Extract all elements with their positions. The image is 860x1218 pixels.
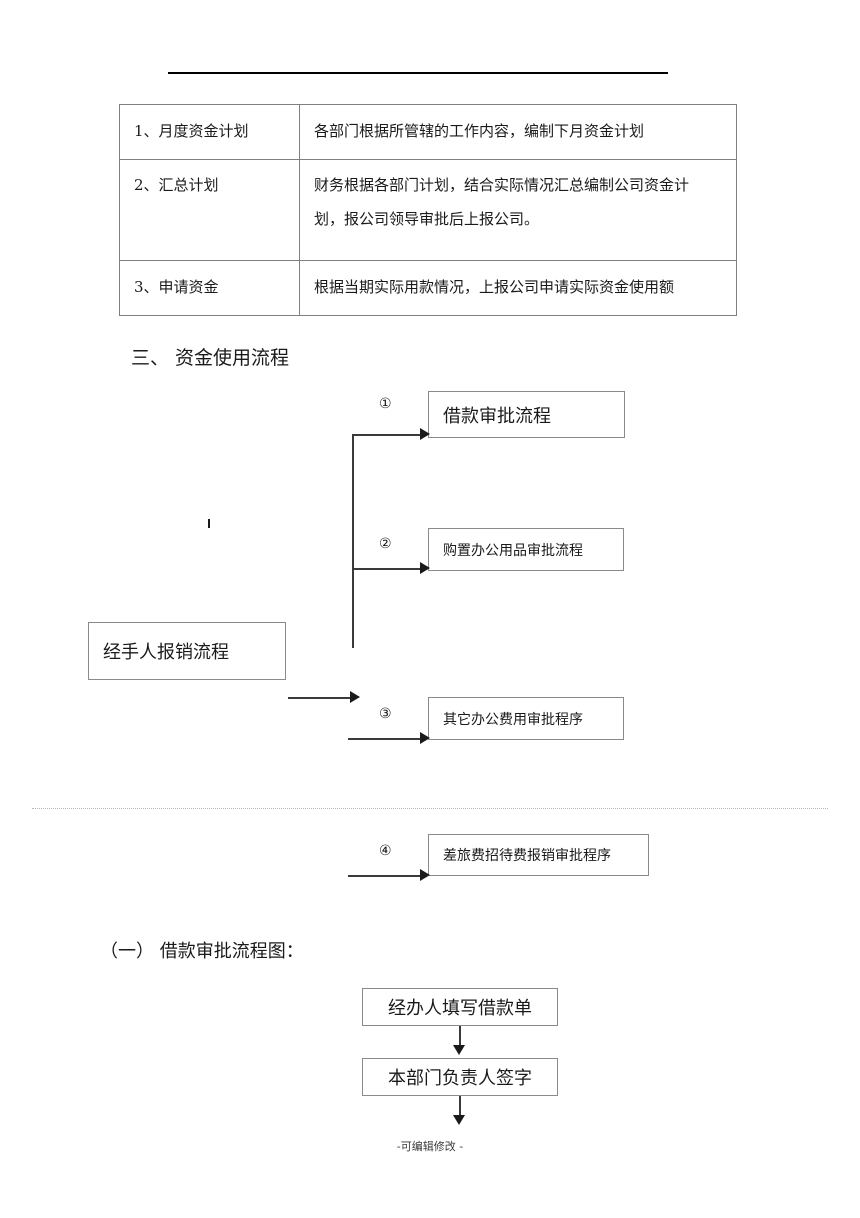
flow-box-step-department-head-signature: 本部门负责人签字 xyxy=(362,1058,558,1096)
table-row: 3、申请资金 根据当期实际用款情况，上报公司申请实际资金使用额 xyxy=(119,260,737,316)
marker-four: ④ xyxy=(379,843,392,859)
table-cell-label: 1、月度资金计划 xyxy=(119,104,300,160)
table-cell-content: 各部门根据所管辖的工作内容，编制下月资金计划 xyxy=(299,104,737,160)
connector-source-stub xyxy=(288,697,352,699)
page-break-separator xyxy=(32,808,828,809)
cell-text-line: 划，报公司领导审批后上报公司。 xyxy=(314,209,540,228)
marker-three: ③ xyxy=(379,706,392,722)
flow-box-other-office-expense-approval: 其它办公费用审批程序 xyxy=(428,697,624,740)
connector-trunk-vertical xyxy=(352,434,354,648)
cell-text-line: 各部门根据所管辖的工作内容，编制下月资金计划 xyxy=(314,122,645,141)
connector-branch-four xyxy=(348,875,422,877)
arrow-head-icon xyxy=(420,732,430,744)
cell-text-line: 根据当期实际用款情况，上报公司申请实际资金使用额 xyxy=(314,278,675,297)
connector-branch-three xyxy=(348,738,422,740)
caret-artifact xyxy=(208,519,210,528)
table-row: 1、月度资金计划 各部门根据所管辖的工作内容，编制下月资金计划 xyxy=(119,104,737,160)
funding-plan-table: 1、月度资金计划 各部门根据所管辖的工作内容，编制下月资金计划 2、汇总计划 财… xyxy=(119,104,737,316)
subsection-heading-one: （一） 借款审批流程图： xyxy=(100,941,304,962)
arrow-head-icon xyxy=(420,428,430,440)
connector-step-two-to-next xyxy=(459,1096,461,1118)
flow-box-travel-entertainment-approval: 差旅费招待费报销审批程序 xyxy=(428,834,649,876)
arrow-head-icon xyxy=(350,691,360,703)
connector-branch-one xyxy=(352,434,422,436)
connector-branch-two xyxy=(352,568,422,570)
top-horizontal-rule xyxy=(168,72,668,74)
arrow-head-icon xyxy=(453,1045,465,1055)
flow-box-step-fill-loan-form: 经办人填写借款单 xyxy=(362,988,558,1026)
arrow-head-icon xyxy=(420,869,430,881)
table-cell-content: 财务根据各部门计划，结合实际情况汇总编制公司资金计 划，报公司领导审批后上报公司… xyxy=(299,159,737,261)
flow-box-source: 经手人报销流程 xyxy=(88,622,286,680)
flow-box-loan-approval: 借款审批流程 xyxy=(428,391,625,438)
table-cell-label: 2、汇总计划 xyxy=(119,159,300,261)
arrow-head-icon xyxy=(420,562,430,574)
footer-note: -可编辑修改 - xyxy=(396,1140,464,1153)
table-cell-content: 根据当期实际用款情况，上报公司申请实际资金使用额 xyxy=(299,260,737,316)
section-heading-three: 三、 资金使用流程 xyxy=(131,347,290,369)
cell-text-line: 财务根据各部门计划，结合实际情况汇总编制公司资金计 xyxy=(314,176,690,194)
marker-one: ① xyxy=(379,396,392,412)
connector-step-one-to-two xyxy=(459,1026,461,1048)
table-row: 2、汇总计划 财务根据各部门计划，结合实际情况汇总编制公司资金计 划，报公司领导… xyxy=(119,159,737,261)
marker-two: ② xyxy=(379,536,392,552)
table-cell-label: 3、申请资金 xyxy=(119,260,300,316)
arrow-head-icon xyxy=(453,1115,465,1125)
flow-box-office-supplies-approval: 购置办公用品审批流程 xyxy=(428,528,624,571)
